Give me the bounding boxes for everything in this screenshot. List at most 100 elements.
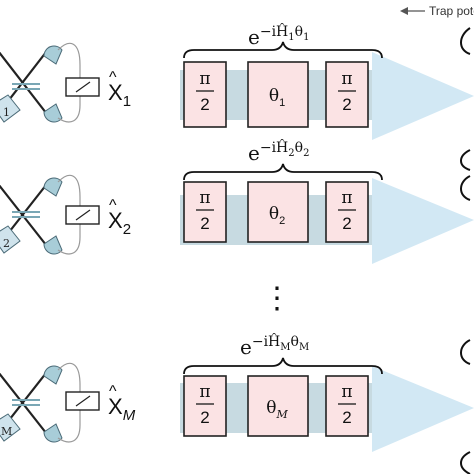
hat-accent: ^ (109, 197, 117, 214)
theta-base: θ (266, 398, 276, 418)
trap-potential-curve (460, 149, 471, 171)
theta-pulse-label: θ2 (269, 204, 285, 227)
observable-base: X (108, 208, 123, 233)
unitary-exp: −iĤ (260, 22, 288, 40)
theta-pulse (247, 181, 309, 243)
meter-m: XM ^ (65, 383, 136, 424)
propagation-arrow (372, 178, 474, 264)
pi-half-pulse-left (183, 181, 227, 243)
pulse-num: π (341, 382, 352, 402)
theta-pulse-label: θM (266, 398, 288, 421)
unitary-label: e−iĤ1θ1 (248, 22, 309, 49)
unitary-exp: −iĤ (260, 138, 288, 156)
unitary-label: e−iĤ2θ2 (248, 138, 309, 165)
detector-icon (43, 365, 63, 385)
source-diamond (0, 94, 21, 123)
meter-2: X2 ^ (65, 197, 131, 238)
pulse-num: π (341, 69, 352, 89)
pi-half-pulse-right (325, 375, 369, 437)
observable-base: X (108, 394, 123, 419)
pi-half-pulse-left (183, 375, 227, 437)
observable-sub: M (123, 407, 136, 424)
trap-potential-curve (460, 339, 471, 365)
pulse-sequence-2: π 2 θ2 π 2 (183, 181, 369, 243)
unitary-theta-sub: 1 (303, 32, 309, 43)
theta-sub: 1 (279, 97, 285, 109)
qubit-row-2: 2 X2 ^ e−iĤ2θ2 π 2 θ2 (0, 138, 474, 264)
meter-needle (75, 395, 91, 407)
unitary-label: e−iĤMθM (240, 332, 309, 359)
theta-sub: M (275, 408, 288, 421)
unitary-h-sub: 1 (288, 32, 294, 43)
observable-base: X (108, 80, 123, 105)
trap-potential-label: Trap potential (429, 4, 474, 18)
pulse-sequence-m: π 2 θM π 2 (183, 375, 369, 437)
unitary-theta-sub: M (299, 342, 309, 353)
theta-base: θ (269, 86, 279, 106)
pulse-den: 2 (342, 95, 351, 114)
interferometer-1: 1 (0, 42, 81, 123)
unitary-base: e (240, 335, 252, 359)
propagation-arrow (372, 366, 474, 452)
pi-half-pulse-left (183, 61, 227, 128)
detector-icon (43, 103, 63, 123)
qubit-row-1: 1 X1 ^ e−iĤ1θ1 π 2 (0, 22, 474, 171)
meter-needle (75, 81, 91, 93)
unitary-base: e (248, 141, 260, 165)
pulse-num: π (199, 382, 210, 402)
meter-1: X1 ^ (65, 69, 131, 110)
theta-pulse-label: θ1 (269, 86, 285, 109)
overbrace (183, 41, 383, 59)
observable-label: X2 (108, 208, 131, 238)
qubit-row-m: M XM ^ e−iĤMθM π 2 θM (0, 332, 474, 474)
overbrace (183, 357, 383, 375)
hat-accent: ^ (109, 383, 117, 400)
unitary-exp: −iĤ (252, 332, 280, 350)
detector-icon (43, 177, 63, 197)
propagation-arrow (372, 52, 474, 140)
pulse-sequence-1: π 2 θ1 π 2 (183, 61, 369, 128)
observable-label: XM (108, 394, 136, 424)
trap-potential-header: Trap potential (400, 4, 474, 18)
unitary-base: e (248, 25, 260, 49)
observable-sub: 1 (123, 93, 131, 110)
observable-sub: 2 (123, 221, 131, 238)
source-diamond-label: M (1, 425, 12, 438)
trap-potential-curve (460, 27, 471, 55)
source-diamond (0, 225, 21, 254)
hat-accent: ^ (109, 69, 117, 86)
interferometer-m: M (0, 362, 81, 443)
source-diamond (0, 413, 21, 442)
pi-half-pulse-right (325, 181, 369, 243)
theta-pulse (247, 61, 309, 128)
pulse-den: 2 (342, 214, 351, 233)
unitary-theta: θ (295, 140, 303, 156)
pulse-den: 2 (200, 408, 209, 427)
unitary-theta-sub: 2 (303, 148, 309, 159)
pulse-num: π (341, 188, 352, 208)
source-diamond-label: 1 (3, 106, 10, 119)
overbrace (183, 163, 383, 181)
detector-icon (43, 423, 63, 443)
meter-needle (75, 209, 91, 221)
unitary-h-sub: 2 (288, 148, 294, 159)
vertical-ellipsis: ⋮ (262, 282, 292, 315)
theta-sub: 2 (279, 215, 285, 227)
pulse-den: 2 (342, 408, 351, 427)
source-diamond-label: 2 (3, 237, 10, 250)
pulse-den: 2 (200, 214, 209, 233)
unitary-theta: θ (295, 24, 303, 40)
theta-base: θ (269, 204, 279, 224)
observable-label: X1 (108, 80, 131, 110)
pulse-num: π (199, 69, 210, 89)
detector-icon (43, 45, 63, 65)
unitary-h-sub: M (280, 342, 290, 353)
trap-potential-curve (460, 175, 471, 201)
pulse-num: π (199, 188, 210, 208)
theta-pulse (247, 375, 309, 437)
unitary-theta: θ (291, 334, 299, 350)
left-arrow-icon (400, 7, 408, 15)
pi-half-pulse-right (325, 61, 369, 128)
pulse-den: 2 (200, 95, 209, 114)
